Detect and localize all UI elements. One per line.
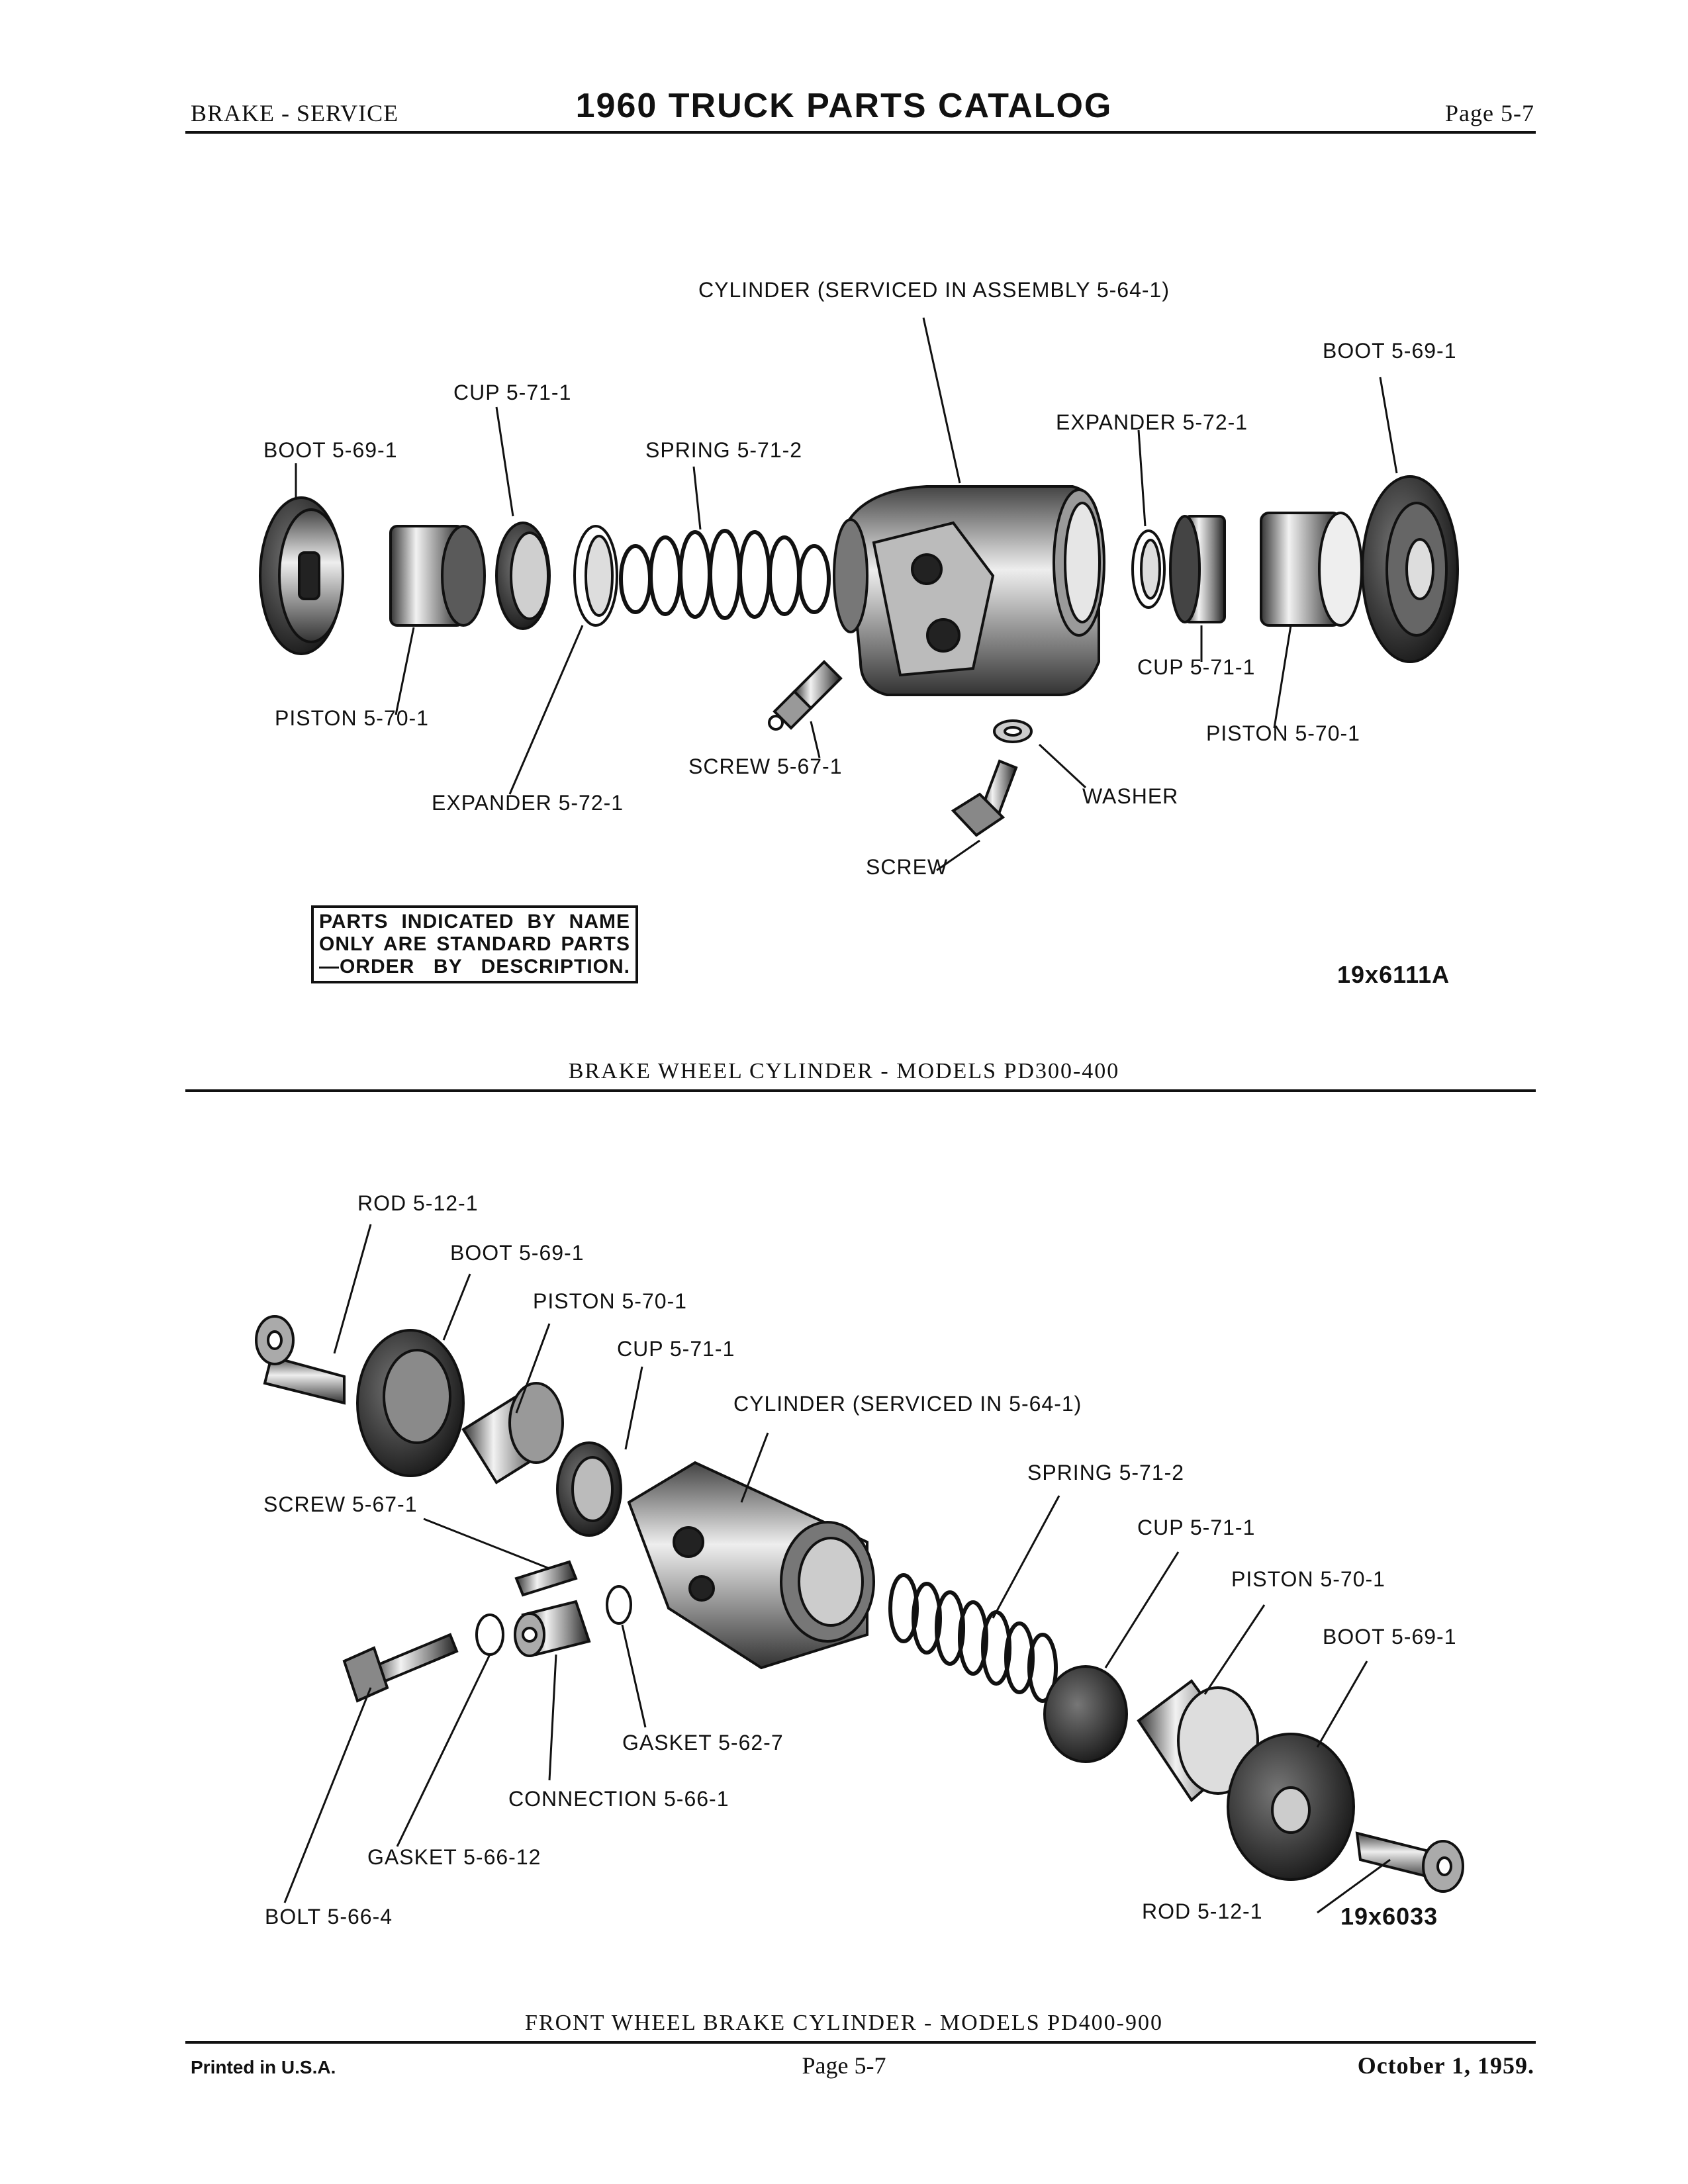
figure1-rule	[185, 1089, 1536, 1092]
figure2-art	[255, 1224, 1464, 1914]
label-cup-top: CUP 5-71-1	[453, 381, 572, 404]
label-screw-2: SCREW 5-67-1	[263, 1492, 418, 1516]
piston-left-part-2	[461, 1382, 564, 1484]
label-piston-right-2: PISTON 5-70-1	[1231, 1567, 1385, 1591]
rod-left-part	[255, 1315, 346, 1405]
footer-page-number: Page 5-7	[802, 2052, 886, 2079]
connection-part	[514, 1600, 591, 1657]
label-boot-left-2: BOOT 5-69-1	[450, 1241, 585, 1265]
figure2-caption: FRONT WHEEL BRAKE CYLINDER - MODELS PD40…	[525, 2011, 1163, 2035]
gasket-small-part	[606, 1585, 632, 1625]
figure2-id: 19x6033	[1340, 1903, 1438, 1930]
label-piston-left: PISTON 5-70-1	[275, 706, 429, 730]
cup-left-part	[495, 522, 551, 630]
label-piston-left-2: PISTON 5-70-1	[533, 1289, 687, 1313]
gasket-large-part	[475, 1614, 504, 1656]
piston-left-part	[389, 525, 486, 627]
label-cup-bottom: CUP 5-71-1	[1137, 655, 1256, 679]
header-page-number: Page 5-7	[1445, 100, 1534, 126]
figure1-caption: BRAKE WHEEL CYLINDER - MODELS PD300-400	[568, 1059, 1120, 1083]
label-piston-right: PISTON 5-70-1	[1206, 721, 1360, 745]
bleeder-screw-part-2	[514, 1560, 578, 1597]
label-rod-left: ROD 5-12-1	[357, 1191, 479, 1215]
washer-part	[993, 719, 1033, 743]
spring-part-2	[888, 1573, 1058, 1703]
cup-right-part	[1169, 515, 1226, 623]
label-boot-left: BOOT 5-69-1	[263, 438, 398, 462]
label-connection: CONNECTION 5-66-1	[508, 1787, 729, 1811]
label-bolt: BOLT 5-66-4	[265, 1905, 393, 1929]
figure1-id: 19x6111A	[1337, 961, 1450, 988]
label-expander-top: EXPANDER 5-72-1	[1056, 410, 1248, 434]
header-rule	[185, 131, 1536, 134]
note-line-1: PARTS INDICATED BY NAME	[319, 911, 630, 933]
header-section: BRAKE - SERVICE	[191, 100, 399, 126]
note-line-3: —ORDER BY DESCRIPTION.	[319, 956, 630, 978]
label-expander-bottom: EXPANDER 5-72-1	[432, 791, 624, 815]
label-spring: SPRING 5-71-2	[645, 438, 803, 462]
printed-in-usa: Printed in U.S.A.	[191, 2057, 336, 2077]
label-cup-right-2: CUP 5-71-1	[1137, 1516, 1256, 1539]
boot-right-part-2	[1227, 1733, 1355, 1881]
cup-left-part-2	[556, 1441, 622, 1537]
label-screw-bleeder: SCREW 5-67-1	[688, 754, 843, 778]
piston-right-part	[1260, 512, 1363, 627]
expander-left-part	[573, 525, 618, 627]
boot-left-part-2	[356, 1329, 465, 1477]
boot-right-part	[1361, 475, 1459, 663]
spring-part	[619, 529, 831, 620]
cylinder-body-part-2	[627, 1461, 875, 1670]
cup-right-part-2	[1043, 1665, 1128, 1763]
label-rod-right: ROD 5-12-1	[1142, 1899, 1263, 1923]
expander-right-part	[1131, 529, 1166, 609]
bolt-part	[342, 1633, 459, 1703]
label-boot-right: BOOT 5-69-1	[1323, 339, 1457, 363]
bleeder-screw-part	[768, 660, 843, 731]
label-spring-2: SPRING 5-71-2	[1027, 1461, 1185, 1484]
label-screw: SCREW	[866, 855, 949, 879]
boot-left-part	[259, 496, 344, 655]
label-gasket-small: GASKET 5-62-7	[622, 1731, 784, 1754]
footer-rule	[185, 2041, 1536, 2044]
label-washer: WASHER	[1082, 784, 1179, 808]
label-gasket-large: GASKET 5-66-12	[367, 1845, 541, 1869]
label-cylinder-2: CYLINDER (SERVICED IN 5-64-1)	[733, 1392, 1082, 1416]
figure1-art	[259, 317, 1459, 872]
mounting-screw-part	[951, 759, 1018, 837]
cylinder-body-part	[833, 485, 1105, 696]
standard-parts-note: PARTS INDICATED BY NAME ONLY ARE STANDAR…	[311, 905, 638, 983]
label-cup-left-2: CUP 5-71-1	[617, 1337, 735, 1361]
catalog-title: 1960 TRUCK PARTS CATALOG	[575, 87, 1113, 125]
label-boot-right-2: BOOT 5-69-1	[1323, 1625, 1457, 1649]
label-cylinder: CYLINDER (SERVICED IN ASSEMBLY 5-64-1)	[698, 278, 1170, 302]
note-line-2: ONLY ARE STANDARD PARTS	[319, 933, 630, 955]
footer-date: October 1, 1959.	[1357, 2052, 1534, 2079]
rod-right-part	[1355, 1831, 1464, 1893]
